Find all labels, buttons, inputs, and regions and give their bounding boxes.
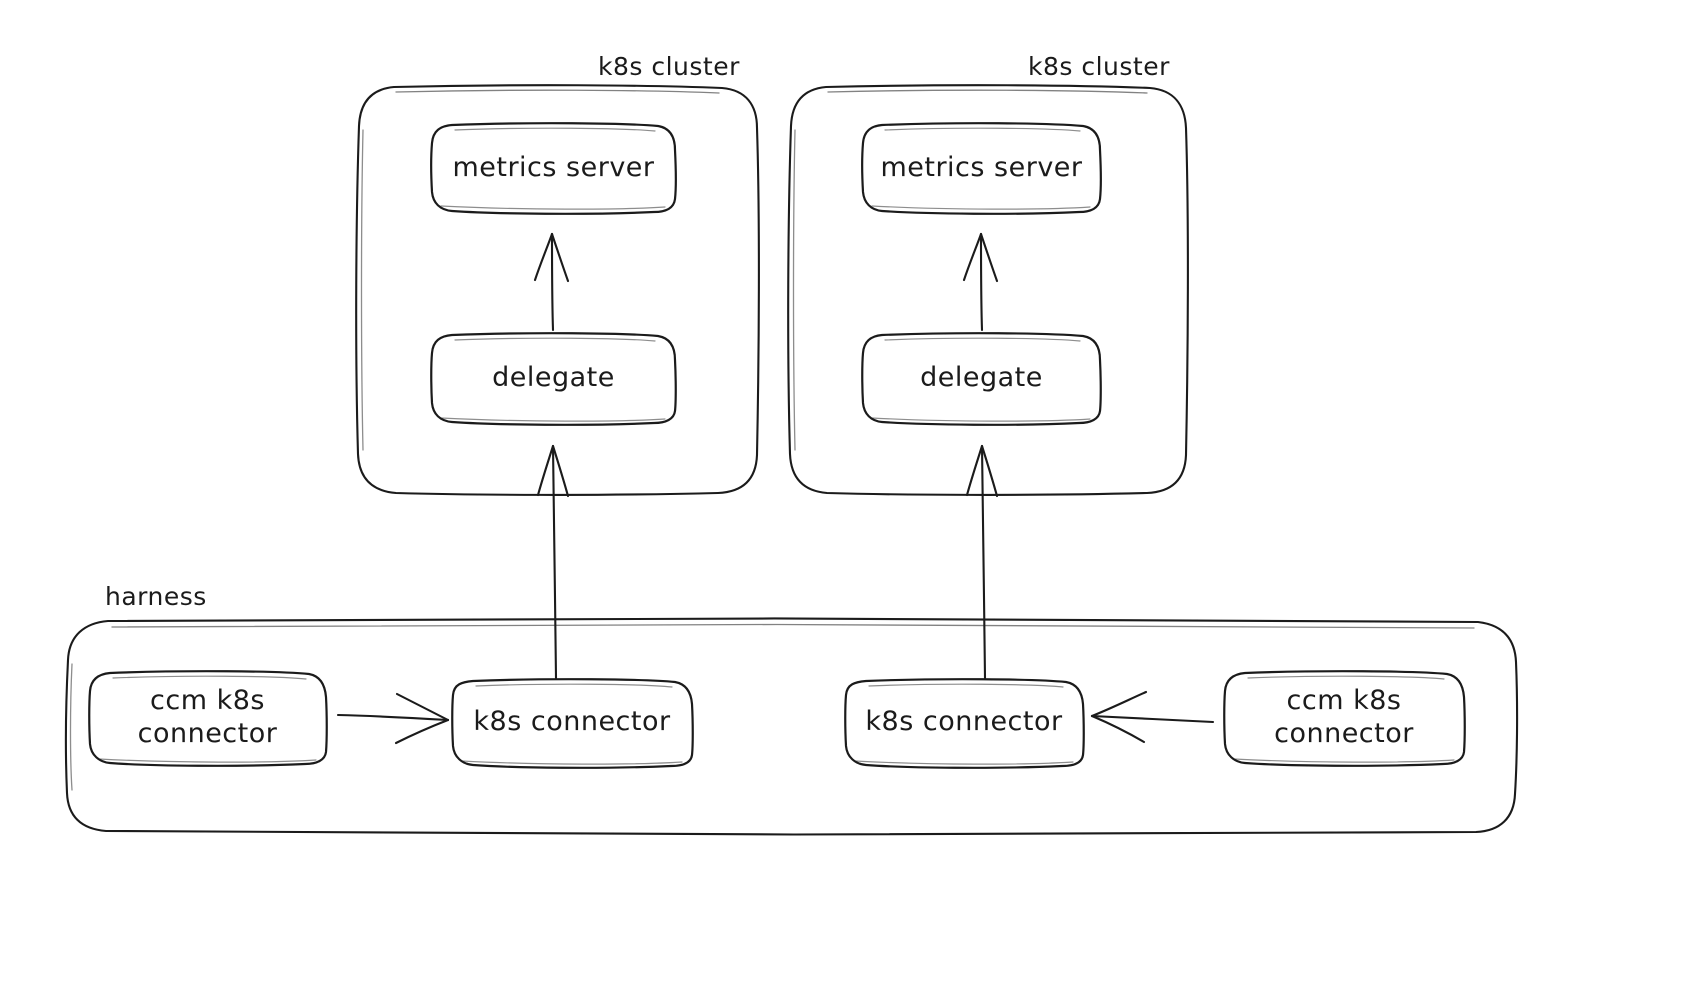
node-k8s-connector-right[interactable]	[845, 680, 1083, 765]
edge-ccm-to-k8s-connector-left	[336, 692, 450, 745]
node-outline-ccm-k8s-connector-right	[1223, 670, 1466, 767]
node-ccm-k8s-connector-left[interactable]	[89, 672, 326, 764]
node-metrics-server-right[interactable]	[863, 124, 1100, 212]
edge-k8s-connector-to-delegate-right	[965, 444, 999, 680]
node-outline-k8s-connector-left	[451, 678, 694, 769]
node-metrics-server-left[interactable]	[432, 124, 675, 212]
group-outline-k8s-cluster-left	[355, 84, 760, 496]
edge-delegate-to-metrics-left	[533, 232, 570, 332]
node-delegate-left[interactable]	[432, 334, 675, 423]
node-ccm-k8s-connector-right[interactable]	[1224, 672, 1464, 764]
node-delegate-right[interactable]	[863, 334, 1100, 423]
node-outline-delegate-right	[861, 332, 1102, 426]
node-outline-metrics-server-right	[861, 122, 1102, 215]
edge-delegate-to-metrics-right	[962, 232, 999, 332]
node-k8s-connector-left[interactable]	[452, 680, 692, 765]
edge-ccm-to-k8s-connector-right	[1090, 690, 1215, 744]
group-outline-k8s-cluster-right	[787, 84, 1189, 496]
node-outline-metrics-server-left	[430, 122, 677, 215]
node-outline-k8s-connector-right	[844, 678, 1085, 769]
node-outline-ccm-k8s-connector-left	[88, 670, 328, 767]
edge-k8s-connector-to-delegate-left	[536, 444, 570, 680]
node-outline-delegate-left	[430, 332, 677, 426]
